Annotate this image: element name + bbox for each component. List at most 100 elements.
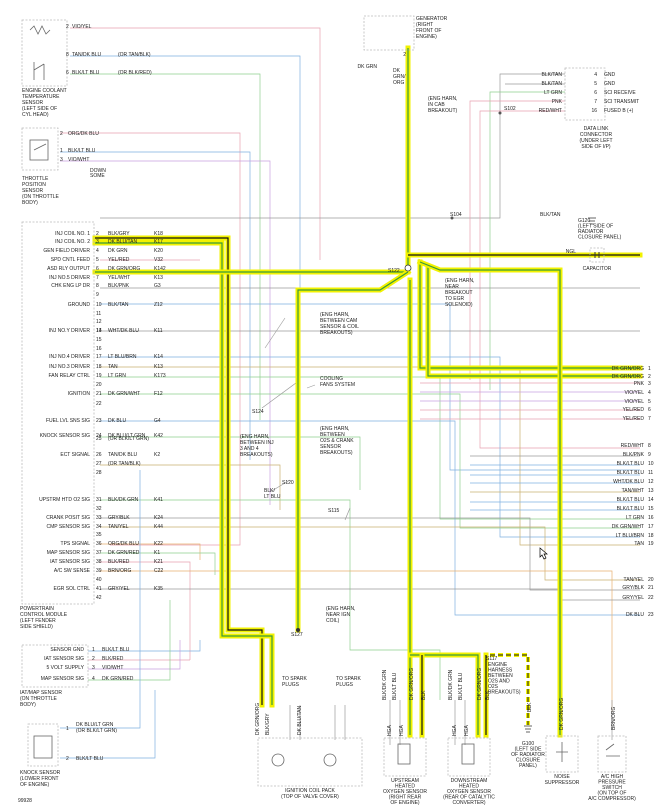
pcm-pin-wire: DK BLU/TAN bbox=[108, 239, 137, 245]
pcm-pin-circuit: Z12 bbox=[154, 302, 163, 308]
pcm-pin-circuit: K21 bbox=[154, 559, 163, 565]
right-wire-pin: 10 bbox=[648, 461, 654, 467]
pcm-pin-number: 32 bbox=[96, 506, 102, 512]
pcm-pin-circuit: G3 bbox=[154, 283, 161, 289]
right-wire-color: DK GRN/ORG bbox=[612, 374, 644, 380]
pcm-pin-number: 4 bbox=[96, 248, 99, 254]
right-wire-pin: 2 bbox=[648, 374, 651, 380]
knock-pin-2: 2 bbox=[66, 756, 69, 762]
tps-pin: 3 bbox=[60, 157, 63, 163]
pcm-caption-line: CONTROL MODULE bbox=[20, 612, 68, 618]
dlc-pin: 5 bbox=[594, 81, 597, 87]
dlc-caption-line: CONNECTOR bbox=[580, 132, 613, 138]
ground-g100-icon bbox=[524, 725, 532, 733]
to-spark-plugs-2-line: TO SPARK bbox=[336, 676, 361, 682]
to-spark-plugs-1-line: TO SPARK bbox=[282, 676, 307, 682]
down-o2-box bbox=[447, 737, 491, 777]
pcm-pin-function: ASD RLY OUTPUT bbox=[47, 266, 90, 272]
knock-wire-1: DK BLU/LT GRN bbox=[76, 722, 114, 728]
knock-pin-1: 1 bbox=[66, 726, 69, 732]
ac-switch-caption-line: A/C HIGH bbox=[601, 774, 624, 780]
down-o2-wire-3: DK GRN/ORG bbox=[477, 668, 483, 700]
tps-caption-line: THROTTLE bbox=[22, 176, 49, 182]
to-spark-plugs-2-line: PLUGS bbox=[336, 682, 354, 688]
pcm-pin-number: 2 bbox=[96, 231, 99, 237]
pcm-pin-function: INJ NO.4 DRIVER bbox=[49, 354, 90, 360]
right-wire-pin: 19 bbox=[648, 541, 654, 547]
pcm-pin-number: 24 bbox=[96, 433, 102, 439]
right-wire-color: BLK/LT BLU bbox=[617, 497, 645, 503]
splice-note-s127-line: (ENG HARN, bbox=[326, 606, 355, 612]
pcm-pin-number: 22 bbox=[96, 401, 102, 407]
pcm-pin-function: UPSTRM HTD O2 SIG bbox=[39, 497, 90, 503]
right-wire-pin: 5 bbox=[648, 399, 651, 405]
pcm-pin-circuit: K173 bbox=[154, 373, 166, 379]
pcm-pin-number: 15 bbox=[96, 337, 102, 343]
pcm-pin-number: 35 bbox=[96, 532, 102, 538]
pcm-pin-number: 23 bbox=[96, 418, 102, 424]
splice-note-o2s-line: BETWEEN bbox=[488, 673, 513, 679]
pcm-pin-function: INJ NO.Y DRIVER bbox=[49, 328, 91, 334]
pcm-pin-circuit: V32 bbox=[154, 257, 163, 263]
tps-pin: 1 bbox=[60, 148, 63, 154]
pcm-pin-number: 26 bbox=[96, 452, 102, 458]
splice-id-s102: S102 bbox=[504, 106, 516, 112]
map-pin-number: 3 bbox=[92, 665, 95, 671]
coolant-pin: 8 bbox=[66, 52, 69, 58]
pcm-pin-wire: DK BLU/LT GRN bbox=[108, 433, 146, 439]
right-wire-color: DK GRN/ORG bbox=[612, 366, 644, 372]
map-pin-function: SENSOR GND bbox=[50, 647, 84, 653]
generator-caption-line: GENERATOR bbox=[416, 16, 448, 22]
down-o2-caption-line: CONVERTER) bbox=[453, 800, 486, 806]
up-o2-wire-2: BLK/LT BLU bbox=[392, 672, 398, 700]
coolant-sensor-caption-line: CYL HEAD) bbox=[22, 112, 49, 118]
splice-note-inj-line: BETWEEN INJ bbox=[240, 440, 274, 446]
map-pin-function: 5 VOLT SUPPLY bbox=[46, 665, 84, 671]
ac-switch-icon bbox=[605, 743, 620, 757]
pcm-pin-function: IGNITION bbox=[68, 391, 91, 397]
map-pin-number: 1 bbox=[92, 647, 95, 653]
splice-note-o2-line: BREAKOUTS) bbox=[320, 450, 353, 456]
dlc-label: GND bbox=[604, 81, 616, 87]
pcm-pin-function: MAP SENSOR SIG bbox=[47, 550, 90, 556]
pcm-pin-circuit: K13 bbox=[154, 364, 163, 370]
splice-note-inj-line: BREAKOUTS) bbox=[240, 452, 273, 458]
pcm-pin-wire: TAN bbox=[108, 364, 118, 370]
pcm-pin-function: SPD CNTL FEED bbox=[51, 257, 91, 263]
splice-note-s122-line: (ENG HARN, bbox=[445, 278, 474, 284]
pcm-pin-circuit: K1 bbox=[154, 550, 160, 556]
splice-note-s122-line: NEAR bbox=[445, 284, 459, 290]
pcm-pin-number: 16 bbox=[96, 346, 102, 352]
map-pin-wire: BLK/LT BLU bbox=[102, 647, 130, 653]
pcm-pin-function: A/C SW SENSE bbox=[54, 568, 91, 574]
pcm-pin-function: INJ COIL NO. 2 bbox=[55, 239, 90, 245]
capacitor-wire-label: NGL bbox=[566, 249, 577, 255]
ac-switch-caption-line: (ON TOP OF bbox=[598, 791, 627, 797]
up-o2-caption-line: OXYGEN SENSOR bbox=[383, 789, 427, 795]
right-wire-pin: 14 bbox=[648, 497, 654, 503]
right-wire-pin: 15 bbox=[648, 506, 654, 512]
pcm-pin-number: 33 bbox=[96, 515, 102, 521]
tps-caption-line: SENSOR bbox=[22, 188, 44, 194]
dlc-wire: BLK/TAN bbox=[542, 72, 563, 78]
right-wire-color: TAN bbox=[634, 541, 644, 547]
dlc-label: SCI RECEIVE bbox=[604, 90, 636, 96]
dlc-caption-line: (UNDER LEFT bbox=[579, 138, 612, 144]
pcm-pin-circuit: K17 bbox=[154, 239, 163, 245]
pcm-pin-wire: BLK/DK GRN bbox=[108, 497, 139, 503]
up-o2-box bbox=[383, 737, 427, 777]
ground-g120-icon bbox=[588, 217, 596, 225]
pcm-pin-wire: LT BLU/BRN bbox=[108, 354, 137, 360]
right-wire-pin: 18 bbox=[648, 533, 654, 539]
pcm-pin-number: 41 bbox=[96, 586, 102, 592]
ac-switch-box bbox=[597, 735, 627, 773]
component-boxes bbox=[21, 15, 627, 787]
g120-caption-line: (LEFT SIDE OF bbox=[578, 224, 613, 230]
pcm-pin-number: 27 bbox=[96, 461, 102, 467]
pcm-pin-number: 31 bbox=[96, 497, 102, 503]
splice-id-s127: S127 bbox=[291, 632, 303, 638]
thin-wires bbox=[60, 27, 640, 759]
tps-box bbox=[21, 127, 59, 171]
pcm-pin-number: 34 bbox=[96, 524, 102, 530]
right-wire-pin: 7 bbox=[648, 416, 651, 422]
